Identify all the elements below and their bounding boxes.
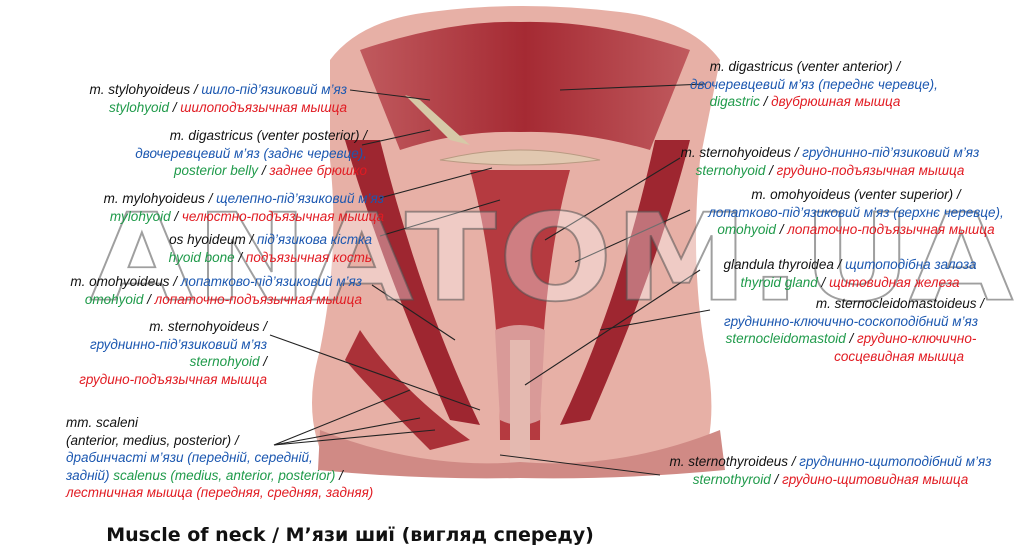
stylohyoid-russian: шилоподъязычная мышца xyxy=(180,99,347,115)
digastric-anterior-english: digastric xyxy=(709,94,760,109)
label-sternocleidomastoid: m. sternocleidomastoideus / груднинно-кл… xyxy=(700,295,1002,365)
digastric-anterior-russian: двубрюшная мышца xyxy=(771,94,901,109)
watermark: ANATOM.UA xyxy=(89,187,1016,329)
label-mylohyoid: m. mylohyoideus / щелепно-під’язиковий м… xyxy=(103,191,384,224)
leader-digastric-posterior xyxy=(361,129,431,146)
digastric-posterior-russian: заднее брюшко xyxy=(269,163,367,178)
hyoid-english: hyoid bone xyxy=(168,249,235,265)
stylohyoid-english: stylohyoid xyxy=(108,99,169,115)
leader-omohyoid-left xyxy=(371,284,456,341)
scalene-latin-parts: (anterior, medius, posterior) / xyxy=(66,432,239,448)
sternohyoid-right-russian: грудино-подъязычная мышца xyxy=(776,162,965,178)
sternothyroid-latin: m. sternothyroideus / xyxy=(669,454,796,469)
digastric-anterior-ukrainian: двочеревцевий м’яз (переднє черевце), xyxy=(690,76,938,92)
thyroid-english: thyroid gland xyxy=(740,274,818,290)
leader-sternocleidomastoid xyxy=(599,309,711,331)
sternocleidomastoid-english: sternocleidomastoid xyxy=(725,331,846,346)
sternocleidomastoid-right-shape xyxy=(560,140,690,425)
sternothyroid-ukrainian: груднинно-щитоподібний м’яз xyxy=(799,454,992,469)
label-sternohyoid-left: m. sternohyoideus / груднинно-під’язиков… xyxy=(79,319,267,387)
trachea-shape xyxy=(510,340,530,470)
sternocleidomastoid-russian: грудино-ключично- xyxy=(857,331,977,346)
thyroid-latin: glandula thyroidea / xyxy=(723,257,842,272)
omohyoid-left-latin: m. omohyoideus / xyxy=(70,274,177,289)
label-scalene: mm. scaleni (anterior, medius, posterior… xyxy=(66,415,374,500)
scalene-ukrainian: драбинчасті м’язи (передній, середній, xyxy=(66,450,313,465)
leader-stylohyoid xyxy=(349,89,431,101)
leader-scalene-1 xyxy=(273,389,411,446)
thyroid-ukrainian: щитоподібна залоза xyxy=(845,257,977,272)
scalene-shape xyxy=(345,330,470,450)
label-stylohyoid: m. stylohyoideus / шило-під’язиковий м’я… xyxy=(89,82,347,115)
leader-sternohyoid-left xyxy=(269,334,481,411)
digastric-posterior-shape xyxy=(405,95,470,145)
omohyoid-superior-english: omohyoid xyxy=(717,222,776,237)
sternohyoid-left-ukrainian: груднинно-під’язиковий м’яз xyxy=(89,336,267,352)
omohyoid-superior-ukrainian: лопатково-під’язиковий м’яз (верхнє чере… xyxy=(708,204,1004,220)
label-thyroid: glandula thyroidea / щитоподібна залоза … xyxy=(723,257,977,290)
mylohyoid-latin: m. mylohyoideus / xyxy=(103,191,213,206)
sternocleidomastoid-russian-end: сосцевидная мышца xyxy=(834,348,964,364)
label-omohyoid-superior: m. omohyoideus (venter superior) / лопат… xyxy=(686,186,1024,239)
omohyoid-left-english: omohyoid xyxy=(84,291,144,307)
label-hyoid-bone: os hyoideum / під’язикова кістка hyoid b… xyxy=(168,232,372,265)
sternocleidomastoid-latin: m. sternocleidomastoideus / xyxy=(815,296,984,311)
mylohyoid-ukrainian: щелепно-під’язиковий м’яз xyxy=(216,191,384,206)
digastric-anterior-latin: m. digastricus (venter anterior) / xyxy=(709,59,901,74)
sternohyoid-left-english: sternohyoid xyxy=(189,354,260,369)
label-sternohyoid-right: m. sternohyoideus / груднинно-під’язиков… xyxy=(680,145,980,178)
label-omohyoid-left: m. omohyoideus / лопатково-під’язиковий … xyxy=(70,274,362,307)
digastric-posterior-english: posterior belly xyxy=(174,163,259,178)
leader-mylohyoid xyxy=(379,167,493,199)
omohyoid-superior-russian: лопаточно-подъязычная мышца xyxy=(787,222,995,237)
leader-scalene-3 xyxy=(273,429,436,446)
mandible-area xyxy=(360,21,690,150)
omohyoid-superior-latin: m. omohyoideus (venter superior) / xyxy=(751,187,961,202)
stylohyoid-ukrainian: шило-під’язиковий м’яз xyxy=(201,82,347,97)
mylohyoid-russian: челюстно-подъязычная мышца xyxy=(181,208,384,224)
leader-scalene-2 xyxy=(273,417,421,446)
thyroid-russian: щитовидная железа xyxy=(829,274,960,290)
neck-muscles xyxy=(312,6,725,479)
stylohyoid-latin: m. stylohyoideus / xyxy=(89,82,198,97)
digastric-posterior-ukrainian: двочеревцевий м’яз (заднє черевце), xyxy=(135,145,367,161)
sternothyroid-english: sternothyroid xyxy=(692,471,771,487)
sternohyoid-right-ukrainian: груднинно-під’язиковий м’яз xyxy=(802,145,980,160)
sternohyoid-left-latin: m. sternohyoideus / xyxy=(149,319,267,334)
label-digastric-posterior: m. digastricus (venter posterior) / двоч… xyxy=(135,128,367,178)
sternohyoid-right-latin: m. sternohyoideus / xyxy=(680,145,799,160)
label-sternothyroid: m. sternothyroideus / груднинно-щитоподі… xyxy=(669,454,992,487)
hyoid-ukrainian: під’язикова кістка xyxy=(256,232,372,247)
leader-sternothyroid xyxy=(499,454,661,476)
leader-sternohyoid-right xyxy=(544,157,681,241)
scalene-latin: mm. scaleni xyxy=(66,415,139,430)
sternocleidomastoid-ukrainian: груднинно-ключично-соскоподібний м’яз xyxy=(724,313,978,329)
label-digastric-anterior: m. digastricus (venter anterior) / двоче… xyxy=(690,59,938,109)
scalene-ukrainian-end: задній) xyxy=(66,467,110,483)
sternohyoid-left-russian: грудино-подъязычная мышца xyxy=(79,371,267,387)
scalene-english: scalenus (medius, anterior, posterior) xyxy=(113,467,336,483)
leader-hyoid xyxy=(379,199,501,237)
sternothyroid-russian: грудино-щитовидная мышца xyxy=(782,471,969,487)
omohyoid-left-ukrainian: лопатково-під’язиковий м’яз xyxy=(180,274,362,289)
mylohyoid-english: mylohyoid xyxy=(109,208,171,224)
scalene-russian: лестничная мышца (передняя, средняя, зад… xyxy=(66,485,374,500)
leader-lines xyxy=(269,83,711,476)
sternocleidomastoid-left-shape xyxy=(345,140,480,425)
leader-omohyoid-superior xyxy=(574,209,691,263)
omohyoid-left-russian: лопаточно-подъязычная мышца xyxy=(154,291,362,307)
hyoid-shape xyxy=(439,149,601,166)
hyoid-russian: подъязычная кость xyxy=(245,249,372,265)
leader-digastric-anterior xyxy=(559,83,706,91)
digastric-posterior-latin: m. digastricus (venter posterior) / xyxy=(169,128,367,143)
hyoid-latin: os hyoideum / xyxy=(169,232,254,247)
clavicle-base xyxy=(318,430,725,479)
sternohyoid-right-english: sternohyoid xyxy=(695,162,766,178)
diagram-title: Muscle of neck / М’язи шиї (вигляд спере… xyxy=(106,524,594,546)
infrahyoid-shape xyxy=(470,170,570,440)
